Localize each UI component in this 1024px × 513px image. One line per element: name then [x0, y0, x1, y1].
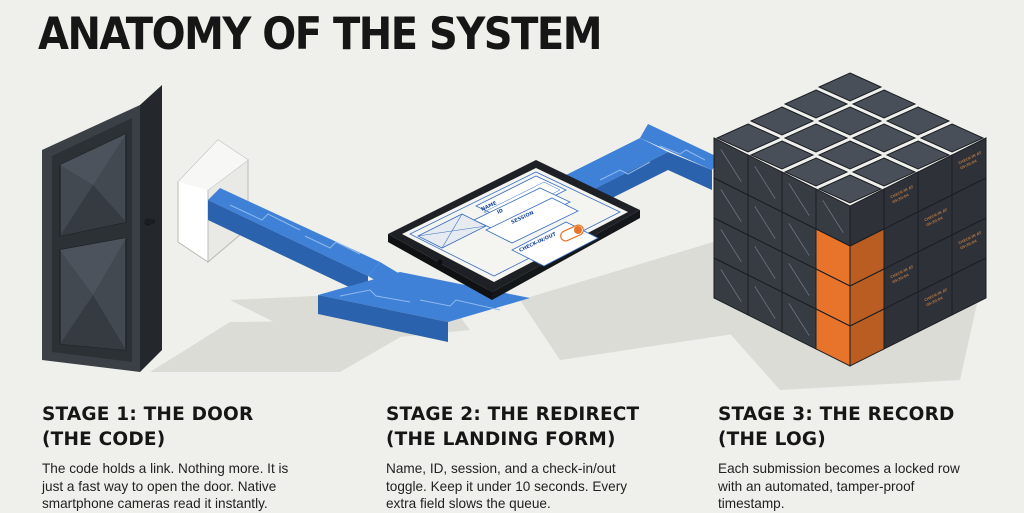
cube-block-mark: [788, 303, 810, 336]
cube-block-top: [851, 123, 917, 153]
cube-block-mark: [788, 223, 810, 256]
form-field-id: ID: [496, 208, 504, 216]
stage-1-heading: STAGE 1: THE DOOR (THE CODE): [42, 404, 254, 450]
cube-timestamp-value: 09:30:04: [960, 239, 978, 251]
stage-3-body: Each submission becomes a locked row wit…: [718, 461, 960, 511]
stage-1-body: The code holds a link. Nothing more. It …: [42, 461, 289, 511]
cube-block-mark: [720, 149, 742, 182]
cube-block-top: [783, 123, 849, 153]
cube-timestamp-value: 09:30:04: [926, 216, 944, 228]
cube-timestamp-value: 09:30:04: [926, 296, 944, 308]
cube-timestamp-value: 09:30:04: [960, 159, 978, 171]
stage-2: STAGE 2: THE REDIRECT (THE LANDING FORM)…: [386, 402, 639, 513]
cube-block-top: [749, 140, 815, 170]
stage-3: STAGE 3: THE RECORD (THE LOG) Each submi…: [718, 402, 960, 513]
cube-block-top: [715, 123, 781, 153]
cube-block-top: [851, 157, 917, 187]
system-illustration: NAME ID SESSION CHECK-IN/OUT CHECK-IN AT…: [42, 72, 987, 390]
cube-block-mark: [754, 206, 776, 239]
cube-block-mark: [822, 200, 844, 233]
cube-block-mark: [754, 246, 776, 279]
stage-1: STAGE 1: THE DOOR (THE CODE) The code ho…: [42, 402, 288, 513]
cube-block-mark: [720, 269, 742, 302]
cube-block-top: [885, 106, 951, 136]
cube-block-top: [749, 106, 815, 136]
cube-block-mark: [754, 166, 776, 199]
cube-block-top: [851, 89, 917, 119]
stage-3-heading: STAGE 3: THE RECORD (THE LOG): [718, 404, 955, 450]
cube-block-top: [919, 123, 985, 153]
stage-2-heading: STAGE 2: THE REDIRECT (THE LANDING FORM): [386, 404, 640, 450]
stage-2-body: Name, ID, session, and a check-in/out to…: [386, 461, 628, 511]
cube-block-top: [817, 174, 883, 204]
cube-record-highlighted: [849, 308, 885, 367]
cube-block-mark: [788, 263, 810, 296]
cube-block-mark: [754, 286, 776, 319]
cube-block-mark: [720, 189, 742, 222]
cube-timestamp-value: 09:30:04: [892, 193, 910, 205]
page-title: ANATOMY OF THE SYSTEM: [38, 8, 603, 61]
cube-timestamp-value: 09:30:04: [892, 273, 910, 285]
cube-block-mark: [720, 229, 742, 262]
cube-block-top: [817, 140, 883, 170]
cube-block-top: [817, 72, 883, 102]
cube-block-top: [817, 106, 883, 136]
cube-block-top: [783, 89, 849, 119]
cube-block-top: [783, 157, 849, 187]
cube-block-top: [885, 140, 951, 170]
cube-block-mark: [788, 183, 810, 216]
door-icon: [42, 85, 162, 372]
tablet-form-icon: NAME ID SESSION CHECK-IN/OUT: [388, 160, 640, 300]
